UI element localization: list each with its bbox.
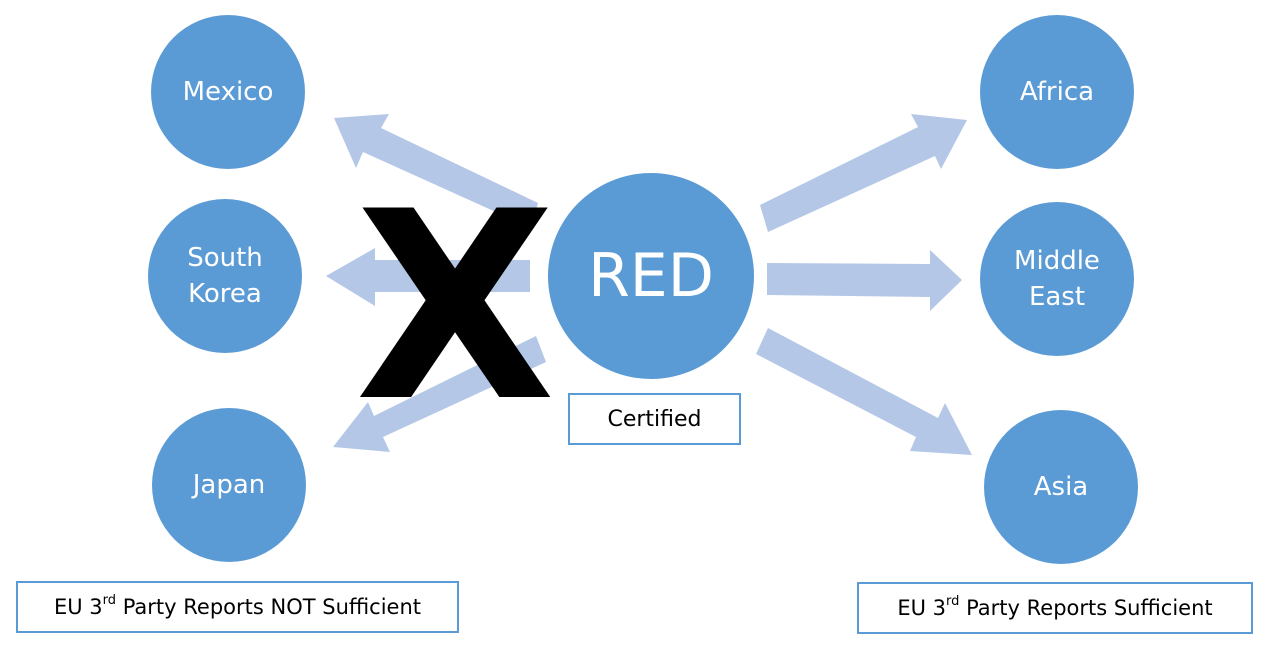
node-label-line1: Middle bbox=[1014, 246, 1100, 276]
node-africa: Africa bbox=[980, 15, 1134, 169]
node-label: Africa bbox=[1019, 77, 1095, 107]
arrow-to-middle-east bbox=[767, 250, 962, 311]
left-caption-box: EU 3rd Party Reports NOT Sufficient bbox=[16, 581, 459, 633]
arrow-to-japan bbox=[333, 336, 546, 452]
certified-caption-box: Certified bbox=[568, 393, 741, 445]
blocked-x-mark: X bbox=[355, 157, 556, 459]
arrow-to-mexico bbox=[334, 114, 538, 228]
node-label: Asia bbox=[1033, 472, 1089, 502]
arrow-to-south-korea bbox=[326, 248, 530, 306]
right-caption: EU 3rd Party Reports Sufficient bbox=[897, 594, 1213, 620]
node-label-line1: South bbox=[187, 243, 263, 273]
node-japan: Japan bbox=[152, 408, 306, 562]
node-label: Mexico bbox=[182, 77, 274, 107]
right-caption-box: EU 3rd Party Reports Sufficient bbox=[857, 582, 1253, 634]
center-node-label: RED bbox=[588, 241, 714, 311]
node-south-korea: South Korea bbox=[148, 199, 302, 353]
arrow-to-africa bbox=[760, 114, 967, 232]
node-label-line2: Korea bbox=[188, 279, 262, 309]
node-middle-east: Middle East bbox=[980, 202, 1134, 356]
center-node-red: RED bbox=[548, 173, 754, 379]
certified-caption: Certified bbox=[607, 406, 702, 432]
node-asia: Asia bbox=[984, 410, 1138, 564]
node-label: Japan bbox=[192, 470, 266, 500]
arrow-to-asia bbox=[756, 328, 972, 455]
node-mexico: Mexico bbox=[151, 15, 305, 169]
node-label-line2: East bbox=[1028, 282, 1086, 312]
left-caption: EU 3rd Party Reports NOT Sufficient bbox=[53, 593, 422, 619]
